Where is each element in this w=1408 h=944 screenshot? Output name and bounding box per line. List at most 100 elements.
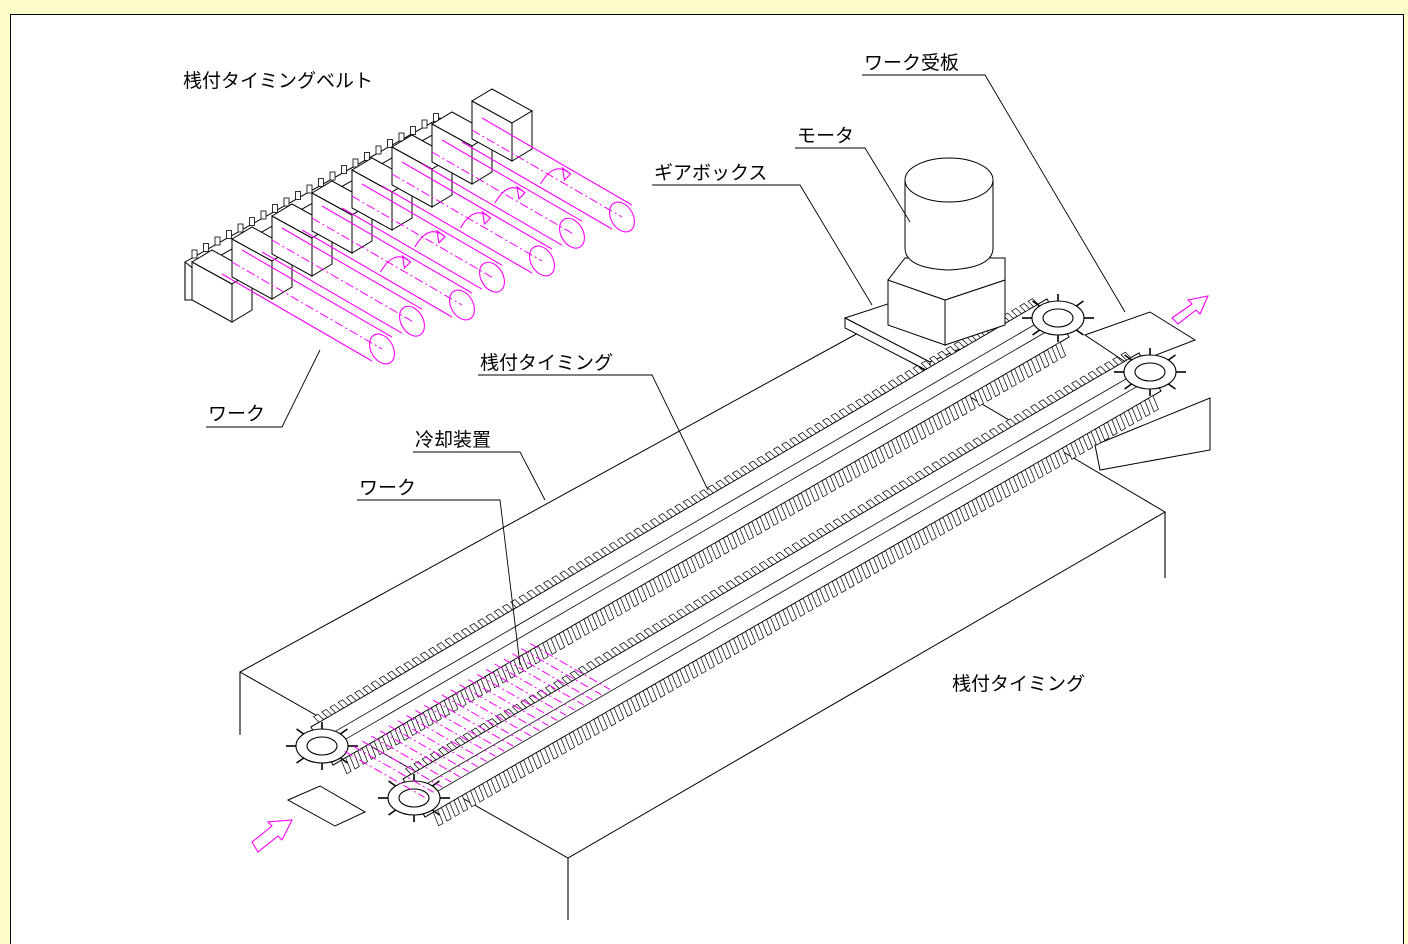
- belt-tooth: [594, 656, 606, 666]
- cylinder-edge: [301, 229, 453, 318]
- belt-tooth: [414, 714, 426, 732]
- cylinder-end: [369, 333, 395, 365]
- belt-tooth: [896, 374, 908, 384]
- cylinder-edge: [321, 205, 473, 294]
- work-piece: [459, 684, 540, 732]
- belt-tooth: [413, 760, 425, 770]
- pulley-spoke: [388, 809, 397, 816]
- belt-tooth: [917, 528, 929, 546]
- work-cylinder: [421, 139, 585, 249]
- belt-tooth: [1074, 438, 1085, 456]
- belt-tooth: [526, 589, 538, 599]
- belt-tooth: [997, 423, 1009, 432]
- gearbox-label: ギアボックス: [654, 162, 767, 184]
- belt-tooth: [646, 685, 658, 703]
- cylinder-edge: [421, 163, 563, 246]
- belt-tooth: [1016, 471, 1028, 489]
- belt-blocks: [190, 88, 534, 323]
- cleat: [352, 158, 359, 168]
- belt-tooth: [893, 542, 904, 560]
- work-piece: [476, 673, 558, 721]
- belt-tooth: [1071, 380, 1083, 390]
- cylinder-edge: [341, 207, 483, 290]
- belt-tooth: [564, 733, 576, 751]
- belt-tooth: [638, 690, 650, 708]
- cylinder-axis: [311, 217, 463, 306]
- belt-tooth: [1027, 298, 1039, 308]
- belt-tooth: [684, 603, 696, 613]
- belt-tooth: [666, 508, 678, 518]
- belt-tooth: [370, 680, 382, 690]
- belt-tooth: [799, 537, 811, 547]
- belt-tooth: [482, 780, 493, 798]
- cleat: [341, 165, 347, 174]
- belt-tooth: [931, 461, 943, 471]
- belt-tooth: [964, 394, 976, 412]
- belt-tooth: [682, 498, 694, 508]
- belt-tooth: [814, 422, 825, 432]
- belt-tooth: [405, 765, 417, 775]
- belt-tooth: [674, 503, 686, 513]
- belt-tooth: [495, 713, 507, 723]
- cleat: [260, 210, 267, 220]
- belt-tooth: [365, 742, 377, 760]
- belt-tooth: [876, 552, 888, 570]
- work-piece: [485, 668, 567, 716]
- belt-tooth: [948, 403, 960, 421]
- cylinder-end: [399, 305, 425, 337]
- belt-tooth: [723, 474, 735, 484]
- belt-tooth: [676, 608, 688, 618]
- belt-tooth: [758, 561, 770, 571]
- gearbox: [887, 257, 1006, 346]
- belt-tooth: [520, 699, 532, 709]
- pulley-spoke: [296, 728, 305, 735]
- belt-tooth: [1014, 365, 1025, 383]
- belt-tooth: [542, 580, 554, 589]
- belt-tooth: [595, 609, 607, 627]
- belt-tooth: [469, 623, 481, 632]
- belt-tooth: [480, 676, 492, 694]
- cylinder-axis: [471, 129, 623, 218]
- belt-tooth: [953, 341, 965, 351]
- belt-tooth: [882, 442, 894, 460]
- belt-tooth: [830, 412, 842, 422]
- rotation-arrow-head: [561, 166, 572, 182]
- belt-tooth: [436, 642, 448, 652]
- belt-tooth: [811, 590, 822, 608]
- work-label-main: ワーク: [359, 477, 416, 499]
- belt-tooth: [832, 518, 844, 528]
- belt-tooth: [1041, 457, 1052, 475]
- belt-tooth: [1030, 356, 1042, 374]
- belt-tooth: [554, 633, 566, 651]
- rotation-arrow-head: [401, 254, 412, 270]
- belt-tooth: [1024, 466, 1036, 484]
- belt-tooth: [882, 489, 893, 499]
- belt-tooth: [753, 623, 765, 641]
- belt-tooth: [988, 427, 1000, 437]
- belt-tooth: [1019, 303, 1031, 312]
- cylinder-edge: [461, 141, 613, 230]
- belt-tooth: [808, 532, 819, 542]
- pulley-hub: [1042, 308, 1074, 328]
- pulley-spoke: [1124, 354, 1133, 361]
- belt-tooth: [652, 575, 664, 593]
- cylinder-end: [529, 245, 555, 277]
- belt-tooth: [899, 432, 911, 450]
- belt-tooth: [764, 451, 776, 460]
- belt-tooth: [750, 565, 762, 575]
- cleat: [318, 178, 324, 187]
- belt-tooth: [627, 637, 639, 647]
- belt-tooth: [651, 622, 663, 632]
- belt-tooth: [1005, 418, 1017, 428]
- belt-tooth: [707, 484, 719, 494]
- cleat: [410, 126, 416, 135]
- belt-tooth: [551, 575, 563, 585]
- belt-tooth: [915, 422, 927, 440]
- belt-tooth: [561, 675, 573, 685]
- cleat: [272, 204, 278, 213]
- belt-tooth: [860, 561, 872, 579]
- belt-tooth: [950, 509, 962, 527]
- belt-tooth: [660, 618, 671, 628]
- belt-tooth: [858, 456, 869, 474]
- timing-belt-lower: [378, 348, 1186, 827]
